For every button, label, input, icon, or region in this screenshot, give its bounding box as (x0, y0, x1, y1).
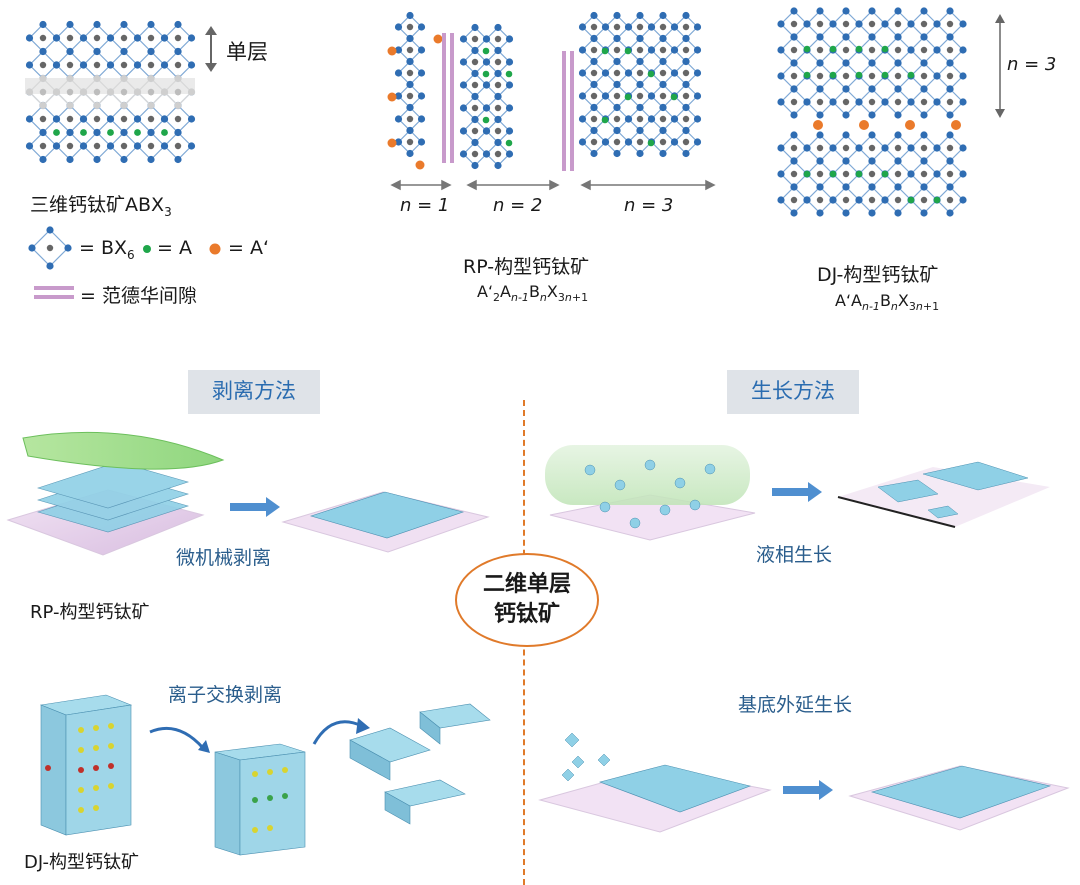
dj-perovskite-lattice (777, 7, 967, 217)
three-d-perovskite-label: 三维钙钛矿ABX3 (30, 194, 172, 219)
legend-a-label: = A (157, 237, 192, 259)
dj-n3-label: n = 3 (1007, 54, 1057, 75)
dj-title: DJ-构型钙钛矿 (817, 264, 939, 286)
rp-n1-label: n = 1 (400, 195, 450, 216)
rp-n2-label: n = 2 (493, 195, 543, 216)
legend-vdw-label: = 范德华间隙 (80, 285, 197, 307)
mech-exfoliation-before-illustration (6, 431, 225, 556)
dj-formula: A‘An-1BnX3n+1 (835, 291, 940, 314)
dj-bulk-stack-illustration (39, 694, 133, 836)
rp-exfoliation-source-label: RP-构型钙钛矿 (30, 602, 150, 623)
vdw-gap-icon (34, 286, 74, 299)
monolayer-arrow-icon (205, 26, 217, 72)
liquid-growth-crystals-illustration (837, 461, 1050, 528)
mech-exfoliation-label: 微机械剥离 (176, 547, 272, 569)
ion-exchange-arrow-1-icon (149, 727, 210, 753)
rp-formula: A‘2An-1BnX3n+1 (477, 282, 589, 305)
center-line2: 钙钛矿 (493, 602, 560, 627)
a-prime-dot-icon (209, 243, 221, 255)
dj-n-arrow-icon (995, 14, 1005, 118)
three-d-perovskite-lattice (25, 20, 196, 164)
rp-perovskite-lattice (387, 11, 702, 171)
liquid-growth-arrow-icon (772, 482, 822, 502)
liquid-growth-label: 液相生长 (756, 544, 833, 566)
a-site-dot-icon (143, 245, 151, 253)
growth-method-header: 生长方法 (727, 370, 859, 414)
mech-exfoliation-monolayer-illustration (281, 491, 490, 553)
dj-exfoliation-source-label: DJ-构型钙钛矿 (24, 852, 140, 873)
center-oval: 二维单层 钙钛矿 (455, 553, 599, 647)
legend-a-prime-label: = A‘ (228, 237, 269, 259)
rp-title: RP-构型钙钛矿 (463, 256, 590, 278)
legend-bx6-label: = BX6 (79, 237, 135, 262)
monolayer-label: 单层 (226, 40, 268, 64)
rp-n-arrows (390, 179, 716, 191)
center-line1: 二维单层 (482, 572, 571, 597)
ion-exchange-label: 离子交换剥离 (168, 684, 283, 706)
epitaxy-growing-illustration (538, 732, 772, 833)
mech-exfoliation-arrow-icon (230, 497, 280, 517)
ion-exchange-arrow-2-icon (312, 718, 370, 745)
liquid-growth-solution-illustration (545, 445, 756, 541)
rp-n3-label: n = 3 (624, 195, 674, 216)
ion-exchange-intermediate-illustration (214, 743, 306, 856)
exfoliation-method-header: 剥离方法 (188, 370, 320, 414)
ion-exchange-sheets-illustration (349, 703, 491, 825)
bx6-octahedron-icon (28, 226, 72, 270)
epitaxy-label: 基底外延生长 (738, 694, 853, 716)
epitaxy-monolayer-illustration (848, 765, 1070, 831)
epitaxy-arrow-icon (783, 780, 833, 800)
